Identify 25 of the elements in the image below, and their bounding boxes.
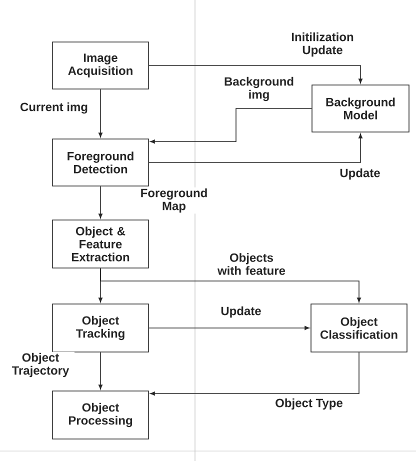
edge-label: Object Type (274, 397, 344, 411)
process-box: Object Tracking (52, 304, 149, 352)
arrow (148, 65, 362, 84)
arrow (98, 352, 102, 390)
arrow (100, 268, 361, 302)
process-box: Object Classification (310, 304, 408, 352)
edge-label: Update (220, 305, 262, 319)
process-box: Image Acquisition (52, 42, 149, 90)
edge-label: Background img (220, 76, 298, 102)
edge-label: Foreground Map (137, 187, 211, 214)
edge-label: Objects with feature (210, 252, 292, 276)
process-box: Object Processing (52, 390, 149, 440)
process-box: Foreground Detection (52, 138, 149, 186)
arrow (98, 186, 102, 218)
edge-label: Object Trajectory (6, 352, 74, 378)
arrow (148, 326, 310, 330)
edge-label: Initilization Update (286, 31, 358, 58)
process-box: Object & Feature Extraction (52, 220, 149, 268)
edge-label: Current img (19, 101, 89, 115)
arrow (150, 352, 360, 396)
edge-label: Update (338, 167, 382, 181)
arrow (98, 89, 102, 138)
arrow (150, 108, 312, 144)
arrow (148, 134, 362, 163)
process-box: Background Model (312, 84, 410, 132)
